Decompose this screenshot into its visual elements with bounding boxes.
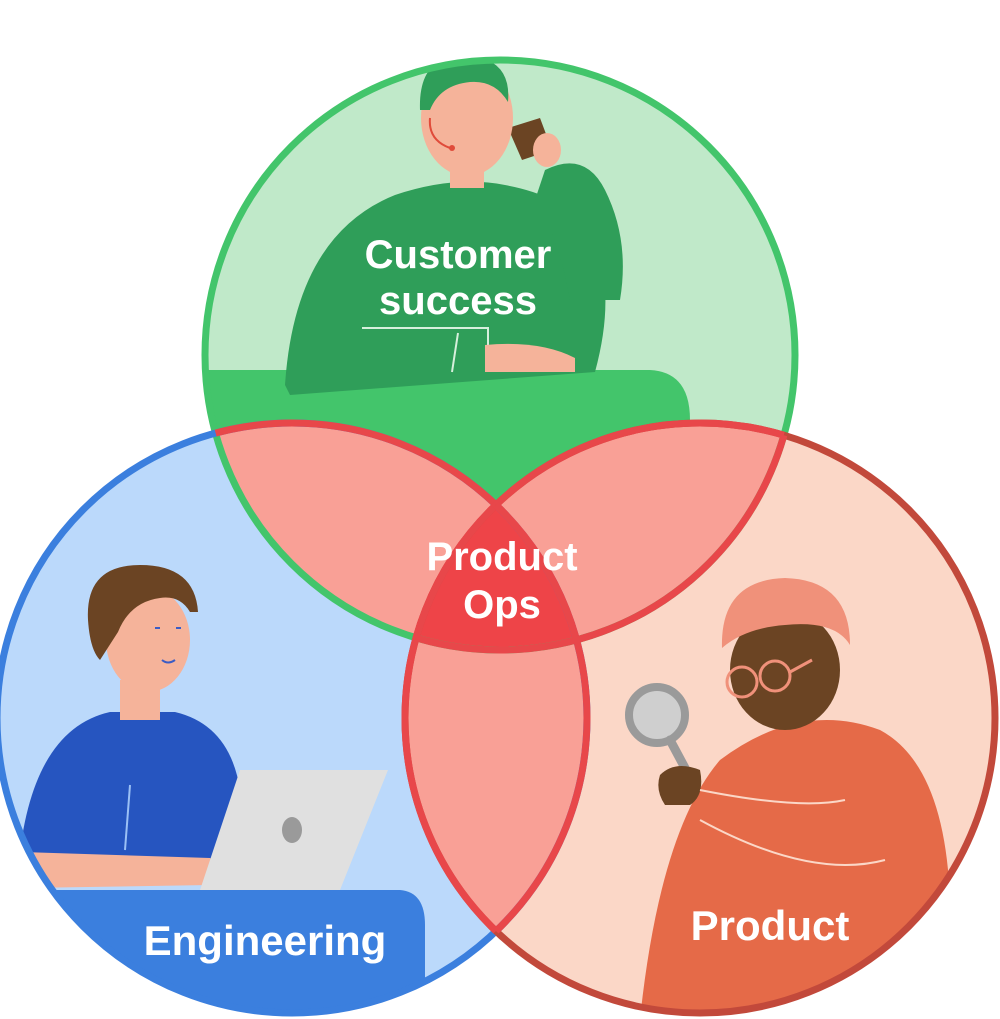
customer-success-label: Customer	[365, 233, 552, 277]
overlap-arc-right	[401, 419, 795, 650]
product-ops-label-line2: Ops	[463, 583, 541, 627]
overlap-arc-left-bottom	[405, 423, 591, 1013]
overlap-arc-bottom	[401, 423, 587, 1013]
overlap-arc-left	[205, 419, 591, 650]
customer-success-label-line2: success	[379, 279, 537, 323]
product-ops-label: Product	[426, 535, 577, 579]
overlap-arc-top-right	[405, 423, 799, 654]
product-label: Product	[691, 902, 850, 949]
product-figure	[625, 578, 960, 1013]
engineering-label: Engineering	[144, 917, 387, 964]
overlap-customer-product	[405, 423, 795, 650]
overlap-customer-engineering	[205, 423, 587, 650]
